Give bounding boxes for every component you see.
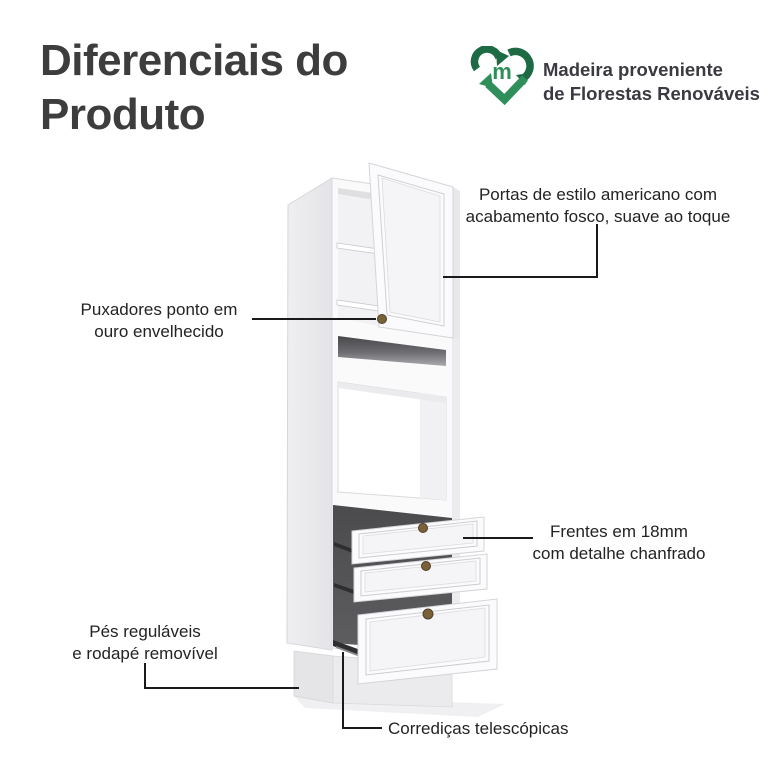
callout-pes-leader-v (144, 663, 146, 689)
callout-portas-leader-h (443, 276, 598, 278)
recycle-heart-m-icon: m (470, 46, 534, 106)
door-knob (377, 314, 387, 324)
cabinet-drawer-3 (357, 598, 498, 685)
callout-corredicas-line1: Corrediças telescópicas (388, 719, 569, 738)
drawer-knob-2 (421, 561, 431, 571)
callout-portas-line2: acabamento fosco, suave ao toque (465, 206, 731, 226)
callout-frentes-leader-h (463, 537, 533, 539)
callout-portas-leader-v (596, 224, 598, 278)
callout-pes-line2: e rodapé removível (72, 643, 218, 663)
oven-cavity-top-wall (338, 382, 446, 403)
oven-cavity-right-wall (420, 393, 446, 500)
page-title-line2: Produto (40, 90, 206, 139)
cabinet-door (368, 162, 460, 339)
plinth-left (293, 650, 334, 704)
eco-icon-letter: m (492, 59, 512, 84)
callout-portas-line1: Portas de estilo americano com (478, 185, 718, 204)
eco-text-line1: Madeira proveniente (543, 59, 723, 80)
callout-corredicas: Corrediças telescópicas (388, 718, 608, 740)
drawer-knob-3 (422, 608, 434, 620)
callout-puxadores-leader-h (252, 318, 376, 320)
callout-pes-line1: Pés reguláveis (89, 622, 201, 641)
callout-pes-leader-h (144, 687, 299, 689)
callout-frentes-line1: Frentes em 18mm (550, 522, 688, 541)
eco-text: Madeira proveniente de Florestas Renováv… (543, 58, 760, 106)
eco-text-line2: de Florestas Renováveis (543, 83, 760, 104)
page-title: Diferenciais do Produto (40, 34, 460, 142)
cabinet-drawer-1 (351, 516, 485, 565)
eco-badge: m Madeira proveniente de Florestas Renov… (470, 46, 770, 106)
callout-pes: Pés reguláveis e rodapé removível (56, 621, 234, 664)
niche-slot (338, 336, 446, 366)
callout-frentes-line2: com detalhe chanfrado (532, 543, 706, 563)
page-title-line1: Diferenciais do (40, 36, 348, 85)
cabinet-drawer-2 (353, 553, 488, 603)
callout-portas: Portas de estilo americano com acabament… (440, 184, 756, 227)
callout-corredicas-leader-v (342, 652, 344, 729)
callout-corredicas-leader-h (342, 727, 382, 729)
callout-puxadores-line2: ouro envelhecido (94, 321, 224, 341)
callout-puxadores-line1: Puxadores ponto em (80, 300, 238, 319)
cabinet-side-panel (286, 177, 333, 651)
callout-puxadores: Puxadores ponto em ouro envelhecido (66, 299, 252, 342)
drawer-knob-1 (418, 523, 428, 533)
callout-frentes: Frentes em 18mm com detalhe chanfrado (520, 521, 718, 564)
slide-rail-3-highlight (336, 646, 360, 657)
